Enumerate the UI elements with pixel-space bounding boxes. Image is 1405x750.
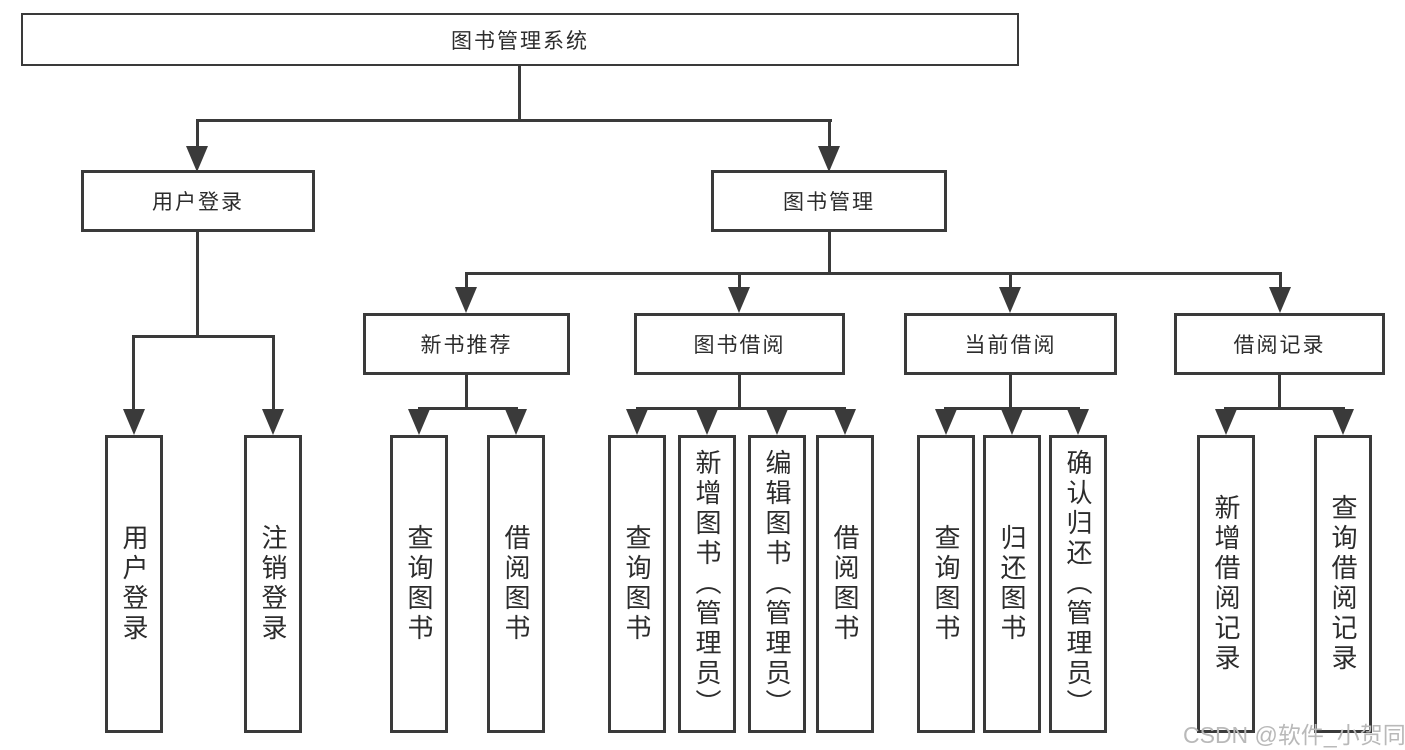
connector-segment [132,335,135,411]
arrowhead-icon [123,409,145,435]
leaf-recommend-borrow-books: 借阅图书 [487,435,545,733]
connector-segment [196,119,832,122]
node-borrow-records-label: 借阅记录 [1233,334,1326,357]
arrowhead-icon [766,409,788,435]
arrowhead-icon [505,409,527,435]
node-user-login: 用户登录 [81,170,315,232]
node-borrow-records: 借阅记录 [1174,313,1385,375]
arrowhead-icon [999,287,1021,313]
leaf-borrow-books: 借阅图书 [816,435,874,733]
leaf-logout: 注销登录 [244,435,302,733]
leaf-recommend-borrow-books-label: 借阅图书 [501,524,531,644]
leaf-logout-label: 注销登录 [258,524,288,644]
connector-segment [1278,375,1281,410]
node-new-book-recommend-label: 新书推荐 [420,334,513,357]
connector-segment [465,272,468,288]
arrowhead-icon [1332,409,1354,435]
arrowhead-icon [408,409,430,435]
node-current-borrow-label: 当前借阅 [964,334,1057,357]
connector-segment [1009,375,1012,410]
leaf-borrow-books-label: 借阅图书 [830,524,860,644]
arrowhead-icon [1001,409,1023,435]
arrowhead-icon [834,409,856,435]
arrowhead-icon [728,287,750,313]
leaf-borrow-query-books: 查询图书 [608,435,666,733]
connector-segment [944,407,1080,410]
leaf-return-book-label: 归还图书 [997,524,1027,644]
leaf-user-login-label: 用户登录 [119,524,149,644]
leaf-user-login: 用户登录 [105,435,163,733]
connector-segment [132,335,275,338]
connector-segment [738,375,741,410]
connector-segment [196,119,199,149]
leaf-edit-book-admin-label: 编辑图书（管理员） [762,449,792,719]
arrowhead-icon [818,146,840,172]
leaf-add-book-admin: 新增图书（管理员） [678,435,736,733]
connector-segment [636,407,846,410]
leaf-confirm-return-admin: 确认归还（管理员） [1049,435,1107,733]
leaf-borrow-query-books-label: 查询图书 [622,524,652,644]
leaf-query-borrow-record: 查询借阅记录 [1314,435,1372,733]
arrowhead-icon [935,409,957,435]
connector-segment [1009,272,1012,288]
node-root: 图书管理系统 [21,13,1019,66]
arrowhead-icon [1067,409,1089,435]
leaf-return-book: 归还图书 [983,435,1041,733]
leaf-recommend-query-books-label: 查询图书 [404,524,434,644]
connector-segment [465,272,1282,275]
arrowhead-icon [626,409,648,435]
node-book-borrow-label: 图书借阅 [693,334,786,357]
node-user-login-label: 用户登录 [152,191,244,214]
connector-segment [196,232,199,338]
node-book-management: 图书管理 [711,170,947,232]
leaf-add-book-admin-label: 新增图书（管理员） [692,449,722,719]
node-new-book-recommend: 新书推荐 [363,313,570,375]
leaf-current-query-books: 查询图书 [917,435,975,733]
arrowhead-icon [696,409,718,435]
arrowhead-icon [262,409,284,435]
connector-segment [418,407,518,410]
connector-segment [1224,407,1345,410]
connector-segment [738,272,741,288]
leaf-current-query-books-label: 查询图书 [931,524,961,644]
arrowhead-icon [1269,287,1291,313]
arrowhead-icon [1215,409,1237,435]
node-book-borrow: 图书借阅 [634,313,845,375]
csdn-watermark: CSDN @软件_小贺同学 [1183,722,1405,748]
leaf-add-borrow-record-label: 新增借阅记录 [1211,494,1241,674]
leaf-add-borrow-record: 新增借阅记录 [1197,435,1255,733]
arrowhead-icon [186,146,208,172]
connector-segment [465,375,468,410]
connector-segment [1279,272,1282,288]
connector-segment [828,119,831,149]
node-current-borrow: 当前借阅 [904,313,1117,375]
connector-segment [828,232,831,275]
connector-segment [272,335,275,411]
leaf-query-borrow-record-label: 查询借阅记录 [1328,494,1358,674]
arrowhead-icon [455,287,477,313]
leaf-confirm-return-admin-label: 确认归还（管理员） [1063,449,1093,719]
node-book-management-label: 图书管理 [783,191,875,214]
node-root-label: 图书管理系统 [451,29,589,53]
leaf-recommend-query-books: 查询图书 [390,435,448,733]
leaf-edit-book-admin: 编辑图书（管理员） [748,435,806,733]
connector-segment [518,66,521,122]
